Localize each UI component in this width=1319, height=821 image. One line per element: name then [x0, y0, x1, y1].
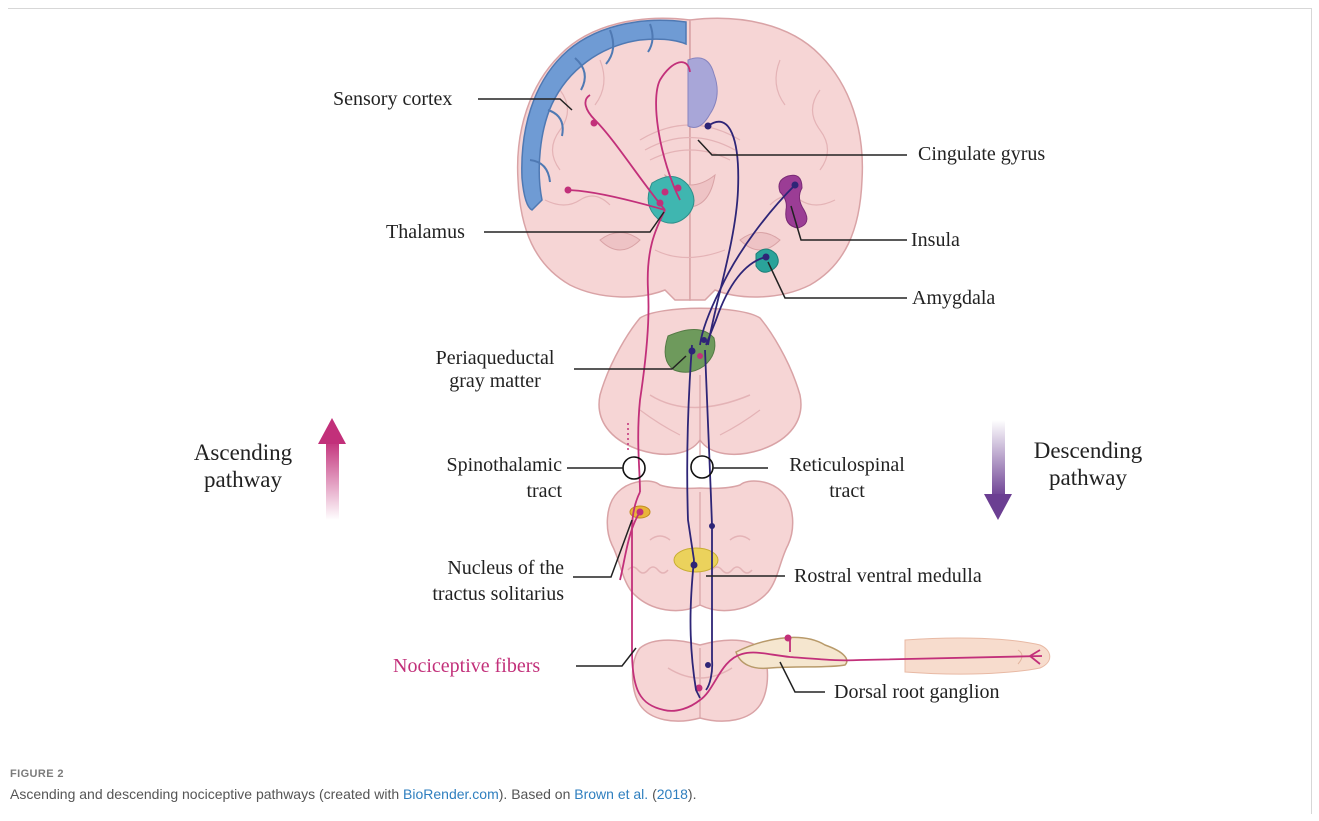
label-ascending-line1: Ascending — [178, 440, 308, 465]
thalamus-region — [648, 176, 694, 223]
label-nucleus-line1: Nucleus of the — [380, 557, 564, 579]
biorender-link[interactable]: BioRender.com — [403, 786, 499, 802]
label-rostral-ventral-medulla: Rostral ventral medulla — [794, 565, 982, 587]
label-reticulospinal-line1: Reticulospinal — [772, 454, 922, 476]
author-reference-link[interactable]: Brown et al. — [574, 786, 648, 802]
label-dorsal-root-ganglion: Dorsal root ganglion — [834, 681, 1000, 703]
label-spinothalamic-line1: Spinothalamic — [400, 454, 562, 476]
label-ascending-line2: pathway — [178, 467, 308, 492]
figure-number: FIGURE 2 — [10, 768, 64, 780]
medulla-section — [607, 481, 792, 611]
label-cingulate-gyrus: Cingulate gyrus — [918, 143, 1045, 165]
caption-text-1: Ascending and descending nociceptive pat… — [10, 786, 403, 802]
label-amygdala: Amygdala — [912, 287, 995, 309]
label-spinothalamic-line2: tract — [400, 480, 562, 502]
label-nucleus-line2: tractus solitarius — [380, 583, 564, 605]
spinothalamic-tract-marker — [623, 457, 645, 479]
label-insula: Insula — [911, 229, 960, 251]
ascending-arrow — [318, 418, 346, 520]
label-periaqueductal-line1: Periaqueductal — [420, 347, 570, 369]
caption-text-2: ). Based on — [499, 786, 575, 802]
label-reticulospinal-line2: tract — [772, 480, 922, 502]
year-reference-link[interactable]: 2018 — [657, 786, 688, 802]
label-periaqueductal-line2: gray matter — [420, 370, 570, 392]
caption-text-4: ). — [688, 786, 697, 802]
nociceptive-pathways-diagram — [0, 0, 1319, 760]
descending-arrow — [984, 420, 1012, 520]
label-descending-line1: Descending — [1018, 438, 1158, 463]
figure-caption: Ascending and descending nociceptive pat… — [10, 786, 696, 802]
label-descending-line2: pathway — [1018, 465, 1158, 490]
caption-text-3: ( — [648, 786, 657, 802]
label-sensory-cortex: Sensory cortex — [333, 88, 452, 110]
label-thalamus: Thalamus — [386, 221, 465, 243]
label-nociceptive-fibers: Nociceptive fibers — [393, 655, 540, 677]
